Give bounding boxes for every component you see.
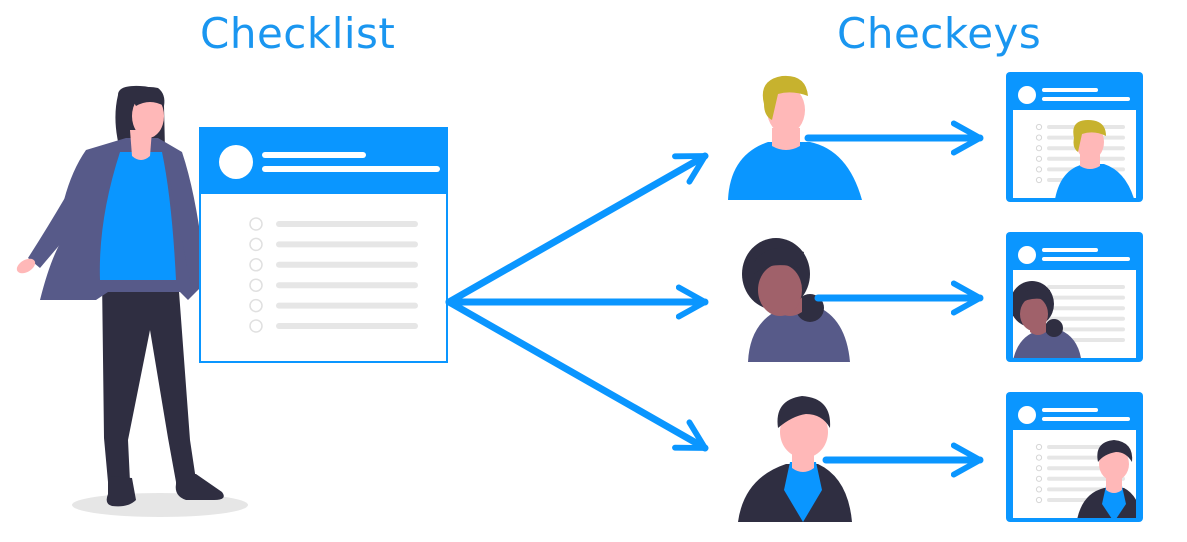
small-checklist-item <box>1035 283 1125 291</box>
checklist-line <box>1047 295 1125 300</box>
checkbox-icon <box>1035 123 1043 131</box>
checklist-item <box>249 278 418 292</box>
checklist-line <box>276 282 418 289</box>
checklist-line <box>1047 316 1125 321</box>
presenter-woman-illustration <box>16 85 248 517</box>
checklist-heading: Checklist <box>200 9 396 58</box>
checklist-line <box>276 221 418 227</box>
avatar-placeholder <box>219 145 253 179</box>
checkbox-icon <box>1035 166 1043 173</box>
checklist-card-small-3 <box>1006 392 1143 522</box>
person-blond-icon <box>1055 120 1134 198</box>
checklist-item <box>249 237 418 252</box>
checkbox-icon <box>249 298 263 313</box>
checklist-item <box>249 258 418 272</box>
arrow-to-recipient-1 <box>445 152 709 306</box>
checklist-items <box>249 217 418 333</box>
checklist-line <box>276 302 418 309</box>
checkeys-heading: Checkeys <box>837 9 1042 58</box>
checklist-line <box>1047 327 1125 332</box>
checklist-line <box>1047 285 1125 289</box>
fan-out-arrows <box>445 152 709 452</box>
checkbox-icon <box>1035 443 1043 451</box>
checklist-card <box>199 127 448 363</box>
checklist-item <box>249 298 418 313</box>
checkbox-icon <box>249 319 263 333</box>
checkbox-icon <box>249 217 263 231</box>
checkbox-icon <box>1035 155 1043 162</box>
arrow-to-recipient-3 <box>445 298 709 452</box>
person-suit-icon <box>738 396 852 522</box>
checklist-line <box>276 261 418 268</box>
person-blond-icon <box>728 75 862 200</box>
checklist-line <box>1047 306 1125 311</box>
checkbox-icon <box>1035 176 1043 184</box>
checkbox-icon <box>1035 454 1043 461</box>
checkbox-icon <box>1035 475 1043 482</box>
person-woman-icon <box>1013 281 1081 358</box>
checkbox-icon <box>1035 134 1043 141</box>
checklist-line <box>276 323 418 329</box>
checkbox-icon <box>1035 496 1043 504</box>
checkbox-icon <box>249 258 263 272</box>
checkbox-icon <box>1035 465 1043 472</box>
checklist-item <box>249 319 418 333</box>
checklist-line <box>276 241 418 248</box>
checklist-card-small-1 <box>1006 72 1143 202</box>
checkbox-icon <box>1035 145 1043 152</box>
person-suit-icon <box>1077 440 1136 518</box>
checklist-item <box>249 217 418 231</box>
checkbox-icon <box>249 237 263 252</box>
checkbox-icon <box>249 278 263 292</box>
checklist-card-small-2 <box>1006 232 1143 362</box>
checkbox-icon <box>1035 486 1043 493</box>
person-woman-icon <box>742 238 850 362</box>
